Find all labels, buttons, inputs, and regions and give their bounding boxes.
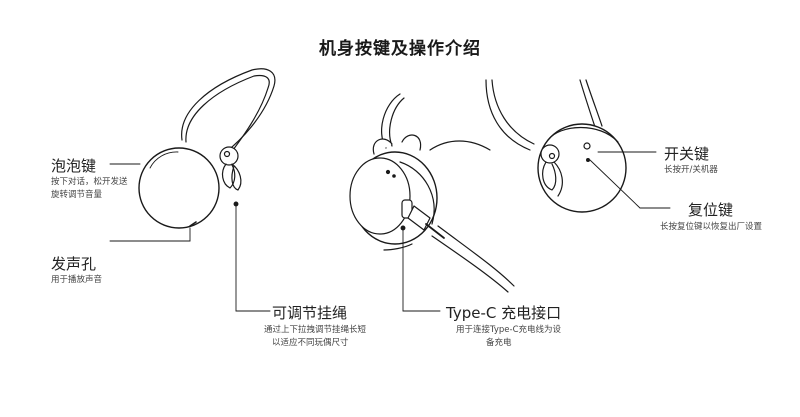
device-front-view [138,68,276,229]
bubble-key-desc-1: 按下对话，松开发送 [51,177,128,187]
reset-key-label: 复位键 [688,201,734,219]
reset-key-desc: 长按复位键以恢复出厂设置 [660,222,763,232]
device-back-view [485,79,627,213]
speaker-hole-label: 发声孔 [51,255,97,273]
leader-lines-right [589,151,671,209]
device-side-view [349,93,515,293]
typec-port-label: Type-C 充电接口 [446,304,562,322]
lanyard-desc-1: 通过上下拉拽调节挂绳长短 [264,325,367,335]
page-title: 机身按键及操作介绍 [319,39,481,59]
bubble-key-desc-2: 旋转调节音量 [51,190,103,200]
leader-line-typec [400,225,441,312]
typec-port-desc-2: 备充电 [486,338,512,348]
typec-port-desc-1: 用于连接Type-C充电线为设 [456,325,562,335]
bubble-key-label: 泡泡键 [51,157,97,175]
speaker-hole-desc: 用于播放声音 [51,275,103,285]
leader-lines-left [109,163,271,312]
lanyard-label: 可调节挂绳 [272,304,348,322]
lanyard-desc-2: 以适应不同玩偶尺寸 [272,338,349,348]
power-key-desc: 长按开/关机器 [664,165,718,175]
power-key-label: 开关键 [664,145,710,163]
